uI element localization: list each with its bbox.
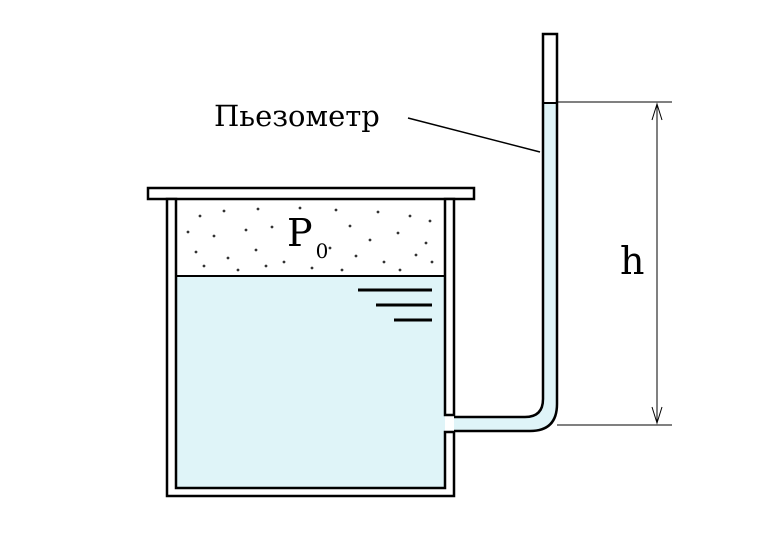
dimension-arrows [651, 102, 663, 425]
gas-dot [396, 231, 400, 235]
gas-dot [310, 266, 314, 270]
gas-dot [424, 241, 428, 245]
gas-dots [186, 206, 434, 272]
gas-dot [334, 208, 338, 212]
gas-dot [328, 246, 332, 250]
dimension-lines [557, 101, 672, 426]
piezometer-tube [454, 32, 559, 433]
height-label: h [620, 239, 644, 283]
gas-dot [222, 209, 226, 213]
free-surface-symbol [358, 288, 432, 322]
gas-dot [430, 260, 434, 264]
gas-dot [298, 206, 302, 210]
gas-dot [348, 224, 352, 228]
gas-dot [354, 254, 358, 258]
gas-dot [398, 268, 402, 272]
gas-dot [186, 230, 190, 234]
gas-dot [226, 256, 230, 260]
gas-dot [382, 260, 386, 264]
gas-dot [376, 210, 380, 214]
gas-dot [194, 250, 198, 254]
gas-dot [264, 264, 268, 268]
gas-dot [282, 260, 286, 264]
piezometer-label: Пьезометр [214, 99, 380, 133]
gas-dot [414, 253, 418, 257]
tank-liquid [176, 276, 445, 488]
gas-dot [202, 264, 206, 268]
piezometer-leader-line [407, 117, 541, 153]
gas-dot [428, 219, 432, 223]
gas-dot [340, 268, 344, 272]
gas-dot [198, 214, 202, 218]
tank-lid [146, 186, 476, 201]
gas-dot [368, 238, 372, 242]
gas-dot [256, 207, 260, 211]
tank-wall-right-upper [443, 197, 456, 417]
gas-dot [254, 248, 258, 252]
gas-dot [244, 228, 248, 232]
tank-wall [165, 197, 456, 498]
pressure-symbol: P [287, 211, 313, 255]
gas-dot [212, 234, 216, 238]
gas-dot [408, 214, 412, 218]
gas-dot [270, 225, 274, 229]
pressure-subscript: 0 [316, 239, 329, 263]
piezometer-liquid [454, 103, 557, 431]
gas-dot [236, 268, 240, 272]
